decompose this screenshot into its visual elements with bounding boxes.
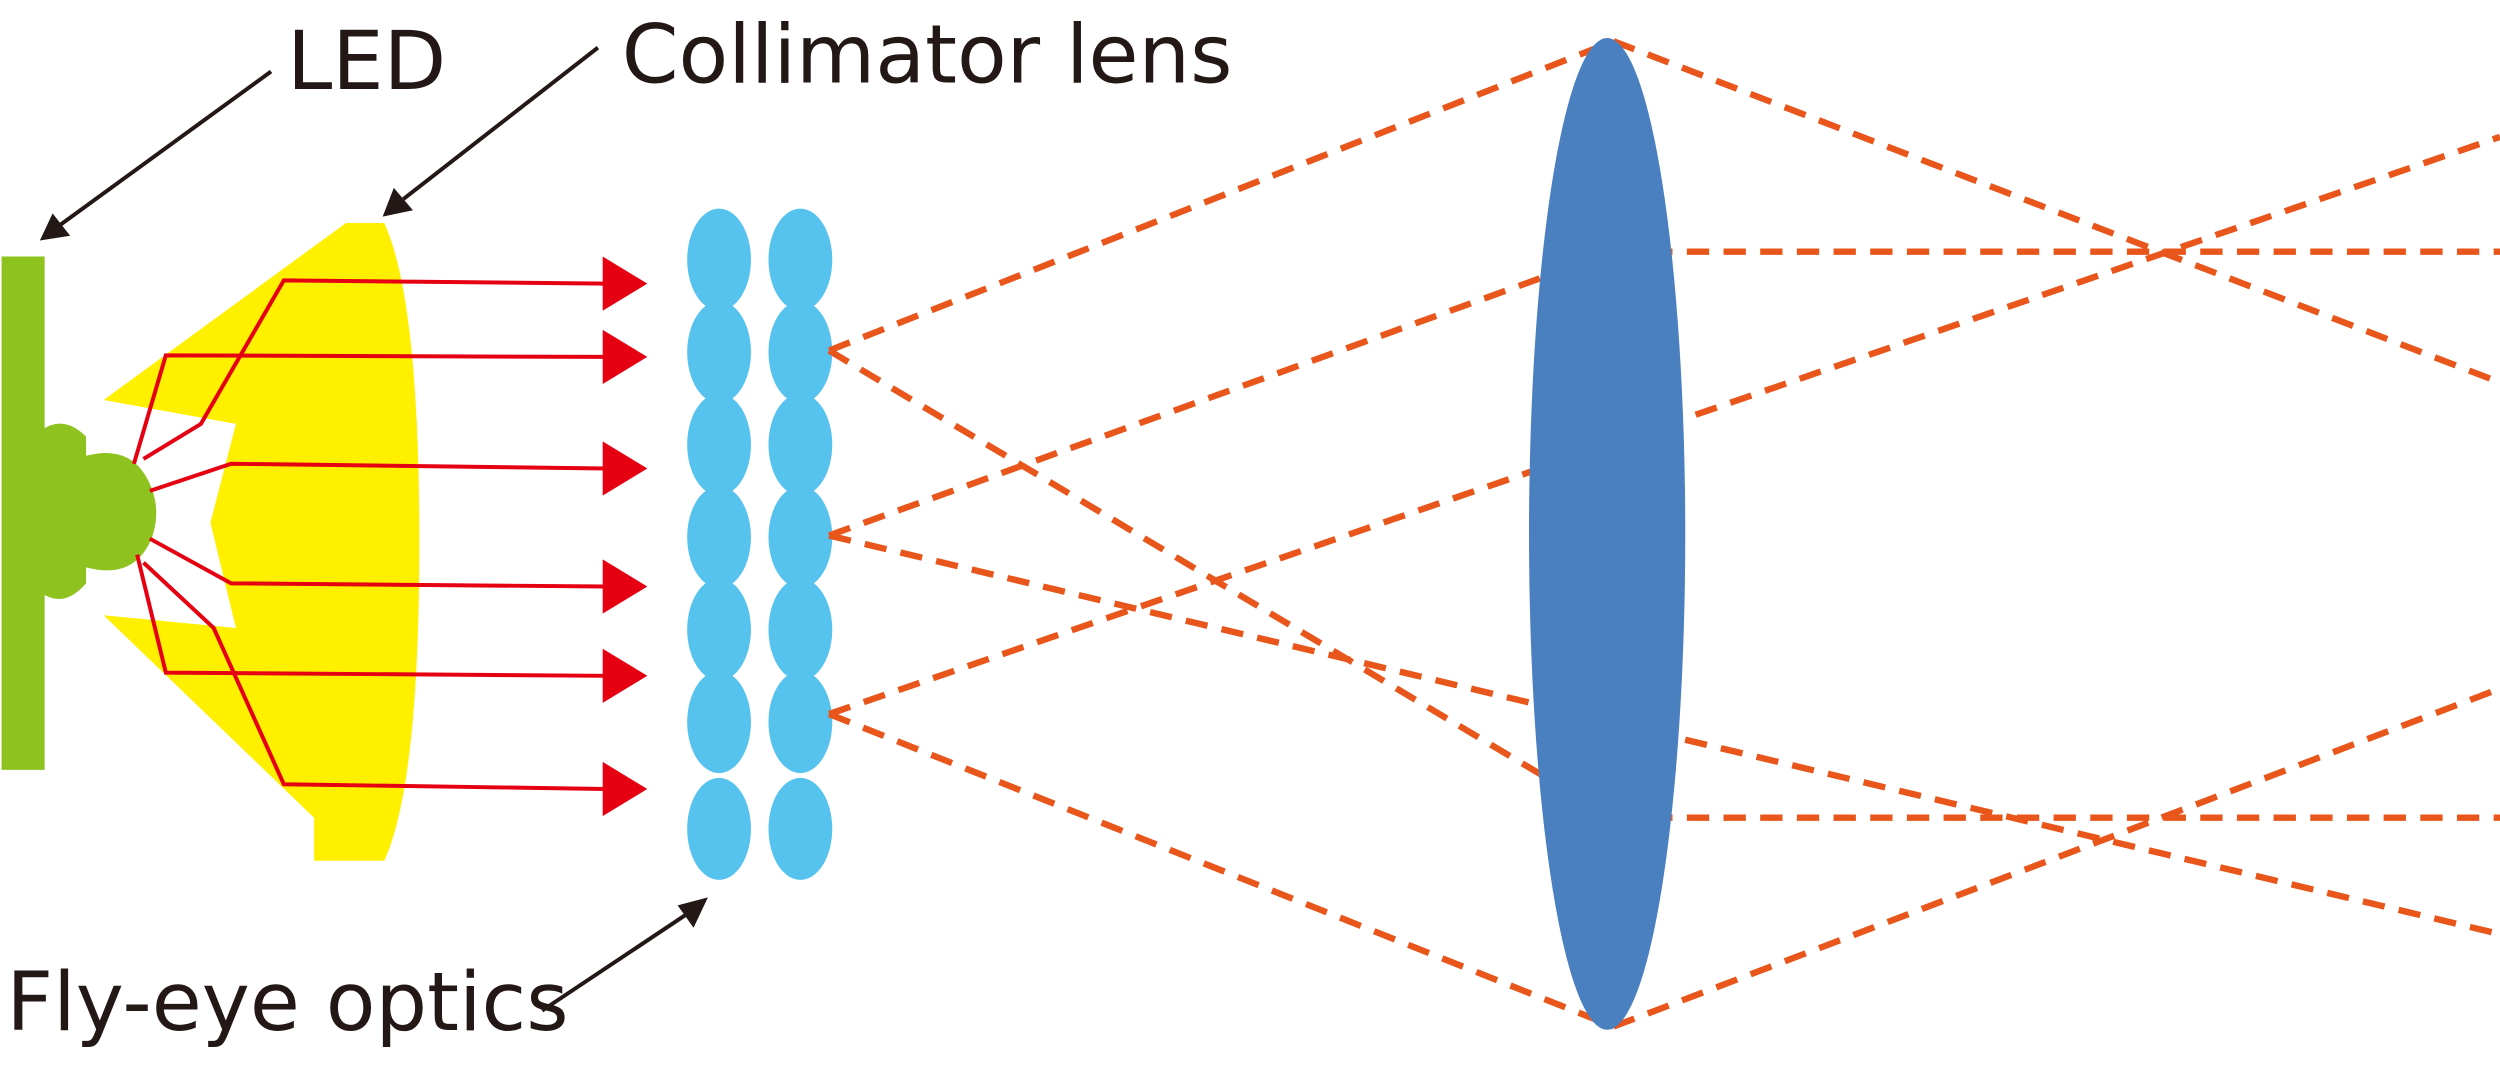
flyeye-label: Fly-eye optics	[6, 956, 568, 1050]
projected-ray	[1612, 685, 2500, 1030]
lenslet	[687, 777, 751, 880]
lenslet	[768, 393, 833, 496]
projected-ray	[827, 248, 1615, 539]
lenslet	[687, 671, 751, 774]
lenslet	[687, 578, 751, 681]
ray-arrowhead	[602, 648, 648, 703]
lenslet	[768, 208, 833, 311]
led	[1, 256, 157, 770]
flyeye-pointer-line	[540, 913, 687, 1013]
ray-arrowhead	[602, 559, 648, 614]
collimator-label: Collimator lens	[622, 9, 1233, 103]
projected-ray	[827, 38, 1615, 354]
source-ray	[148, 536, 606, 589]
collimator-pointer-line	[402, 46, 600, 201]
source-ray	[142, 561, 606, 792]
lenslet	[768, 486, 833, 589]
projected-ray	[1612, 38, 2500, 386]
led-board	[1, 256, 45, 770]
label-pointers	[39, 46, 708, 1013]
collimator-pointer-head	[382, 187, 413, 217]
lenslet	[687, 208, 751, 311]
led-pointer-line	[59, 69, 273, 227]
source-rays	[132, 278, 606, 792]
lenslet	[687, 301, 751, 404]
ray-arrowhead	[602, 329, 648, 385]
source-ray	[149, 461, 606, 493]
led-label: LED	[287, 15, 446, 109]
led-pointer-head	[39, 213, 71, 241]
ray-arrowheads	[602, 256, 648, 817]
source-ray	[142, 278, 606, 461]
led-dome	[41, 423, 157, 600]
projected-ray	[827, 347, 1616, 821]
flyeye-optics	[687, 208, 833, 880]
lenslet	[768, 578, 833, 681]
ray-arrowhead	[602, 761, 648, 817]
lenslet	[687, 486, 751, 589]
projected-ray	[827, 711, 1615, 1030]
flyeye-pointer-head	[677, 897, 708, 928]
lenslet	[768, 301, 833, 404]
ray-arrowhead	[602, 441, 648, 496]
condenser-lens	[1529, 38, 1686, 1030]
source-ray	[135, 554, 606, 678]
ray-arrowhead	[602, 256, 648, 311]
collimator-lens	[103, 223, 420, 861]
lenslet	[768, 671, 833, 774]
lenslet	[687, 393, 751, 496]
source-ray	[132, 353, 606, 465]
lenslet	[768, 777, 833, 880]
